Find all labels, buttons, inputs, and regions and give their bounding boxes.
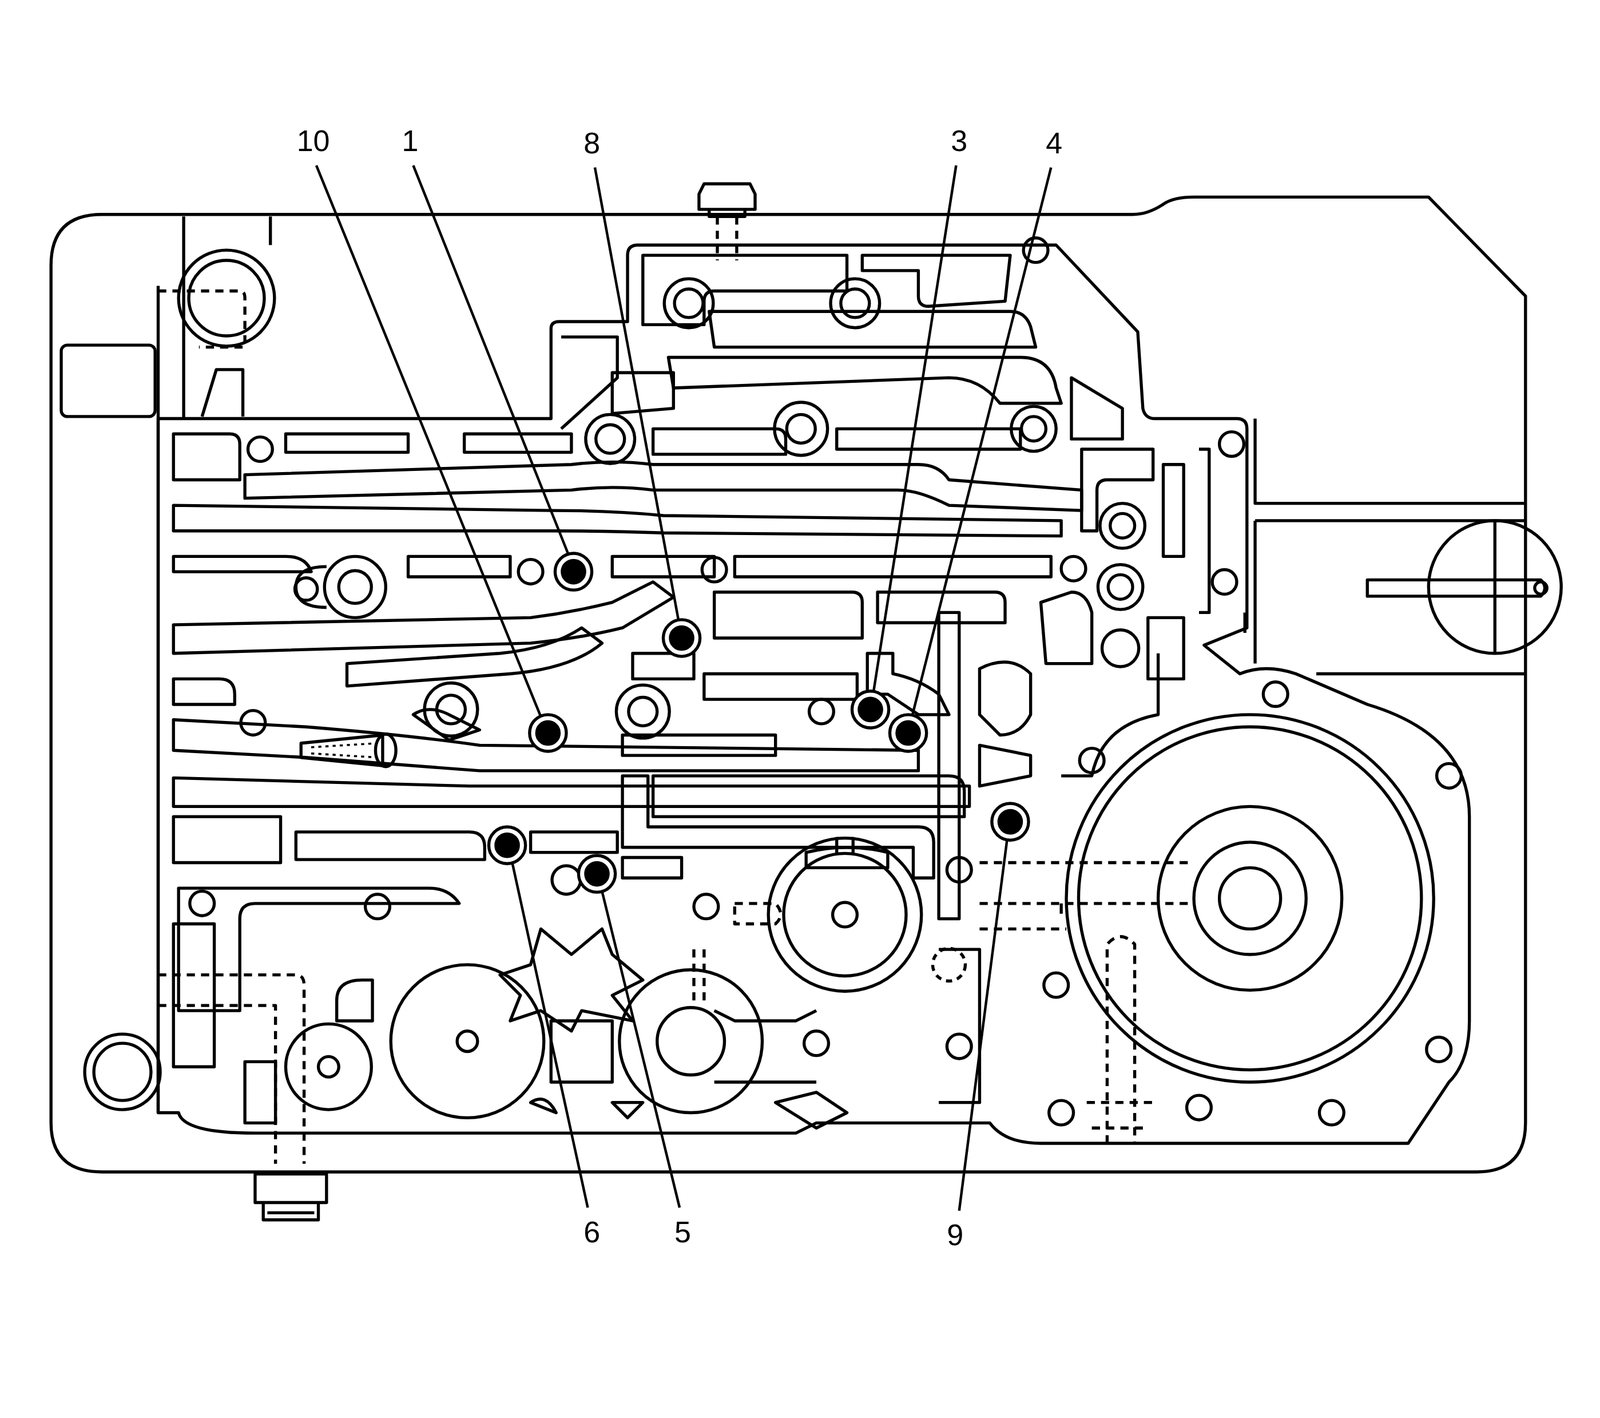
callout-number: 9 [944, 1218, 966, 1251]
tab [201, 369, 243, 417]
callout-number: 5 [672, 1215, 694, 1248]
hidden-line [157, 291, 245, 348]
valve-body-edge [156, 286, 160, 1113]
valve-body-outline [157, 244, 1470, 1143]
fluid-passages [173, 255, 1210, 1128]
accumulator [979, 612, 1434, 1143]
check-balls [488, 553, 1029, 892]
callout-number: 8 [581, 126, 603, 160]
fitting [84, 1033, 161, 1110]
valve-bores [285, 836, 921, 1118]
connector-block [61, 344, 156, 417]
manual-shaft [1367, 520, 1562, 654]
housing-outline [50, 196, 1526, 1172]
ports [189, 237, 1462, 1125]
leader-lines [316, 165, 1051, 1211]
housing-step [1255, 418, 1526, 674]
callout-number: 10 [294, 124, 333, 157]
bolt [699, 183, 756, 217]
filter-screen [300, 733, 396, 767]
fitting [93, 1042, 152, 1101]
callout-number: 6 [581, 1215, 603, 1248]
valve-body-edge [268, 216, 272, 245]
fitting [188, 260, 265, 336]
fitting [178, 249, 275, 347]
callout-number: 3 [948, 124, 970, 157]
bolt [255, 1173, 327, 1220]
callout-number: 4 [1043, 126, 1065, 160]
callout-number: 1 [399, 124, 422, 157]
